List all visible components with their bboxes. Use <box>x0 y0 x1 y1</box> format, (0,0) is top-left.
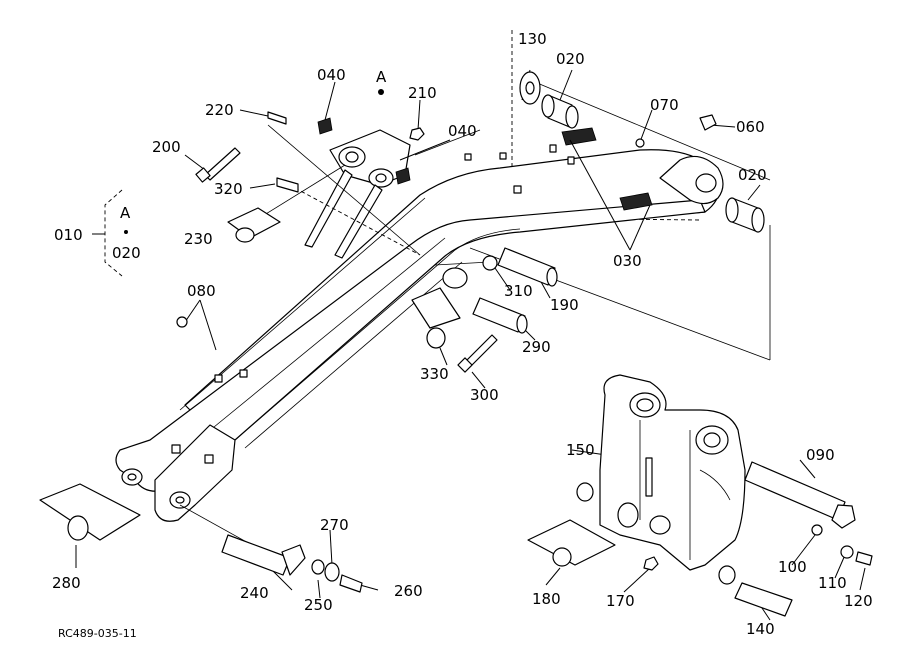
callout-300: 300 <box>470 386 499 404</box>
drawing-code: RC489-035-11 <box>58 627 137 640</box>
detail-marker: A <box>376 68 387 86</box>
callout-230: 230 <box>184 230 213 248</box>
callout-220: 220 <box>205 101 234 119</box>
callout-320: 320 <box>214 180 243 198</box>
callout-060: 060 <box>736 118 765 136</box>
callout-290: 290 <box>522 338 551 356</box>
callout-270: 270 <box>320 516 349 534</box>
callout-labels: A 010 A 020 130 020 040 210 220 040 070 … <box>52 30 873 640</box>
callout-140: 140 <box>746 620 775 638</box>
callout-080: 080 <box>187 282 216 300</box>
group-bracket <box>92 89 384 277</box>
callout-170: 170 <box>606 592 635 610</box>
callout-330: 330 <box>420 365 449 383</box>
callout-150: 150 <box>566 441 595 459</box>
callout-200: 200 <box>152 138 181 156</box>
group-top: A <box>120 204 131 222</box>
callout-260: 260 <box>394 582 423 600</box>
callout-030: 030 <box>613 252 642 270</box>
callout-190: 190 <box>550 296 579 314</box>
callout-280: 280 <box>52 574 81 592</box>
group-number: 010 <box>54 226 83 244</box>
swing-bracket <box>527 374 873 617</box>
callout-310: 310 <box>504 282 533 300</box>
callout-120: 120 <box>844 592 873 610</box>
boom-arm <box>115 30 724 522</box>
callout-110: 110 <box>818 574 847 592</box>
callout-100: 100 <box>778 558 807 576</box>
hardware-parts <box>39 71 765 593</box>
callout-020-top: 020 <box>556 50 585 68</box>
callout-240: 240 <box>240 584 269 602</box>
callout-180: 180 <box>532 590 561 608</box>
callout-090: 090 <box>806 446 835 464</box>
callout-020-right: 020 <box>738 166 767 184</box>
callout-040-left: 040 <box>317 66 346 84</box>
leader-lines <box>75 69 866 621</box>
group-bottom: 020 <box>112 244 141 262</box>
callout-070: 070 <box>650 96 679 114</box>
callout-250: 250 <box>304 596 333 614</box>
callout-130: 130 <box>518 30 547 48</box>
callout-040-right: 040 <box>448 122 477 140</box>
callout-210: 210 <box>408 84 437 102</box>
